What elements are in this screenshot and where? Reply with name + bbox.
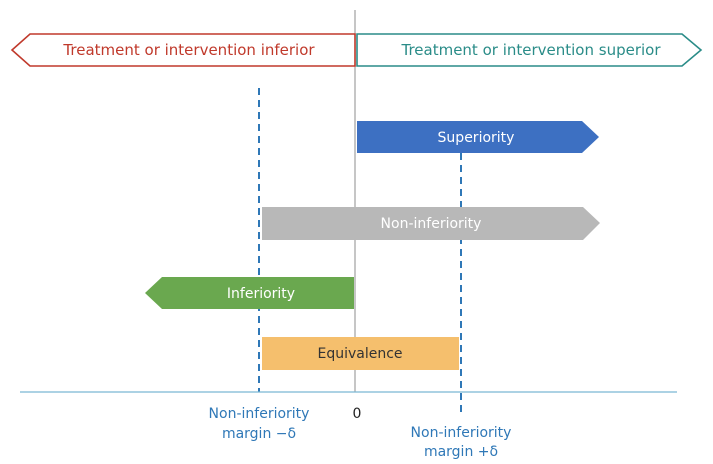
left-direction-arrow [10, 33, 356, 67]
non-inferiority-bar [262, 207, 600, 240]
left-arrow-label: Treatment or intervention inferior [62, 41, 315, 59]
right-arrow-label: Treatment or intervention superior [400, 41, 661, 59]
equivalence-label: Equivalence [317, 346, 402, 362]
right-margin-label-line1: Non-inferiority [411, 425, 512, 441]
equivalence-bar [262, 337, 459, 370]
left-margin-label-line2: margin −δ [222, 426, 296, 442]
inferiority-bar [145, 277, 354, 309]
right-direction-arrow [356, 33, 703, 67]
left-margin-label-line1: Non-inferiority [209, 406, 310, 422]
superiority-bar [357, 121, 599, 153]
zero-label: 0 [353, 406, 362, 422]
non-inferiority-label: Non-inferiority [381, 216, 482, 232]
superiority-label: Superiority [438, 130, 515, 146]
inferiority-label: Inferiority [227, 286, 295, 302]
right-margin-label-line2: margin +δ [424, 444, 498, 460]
